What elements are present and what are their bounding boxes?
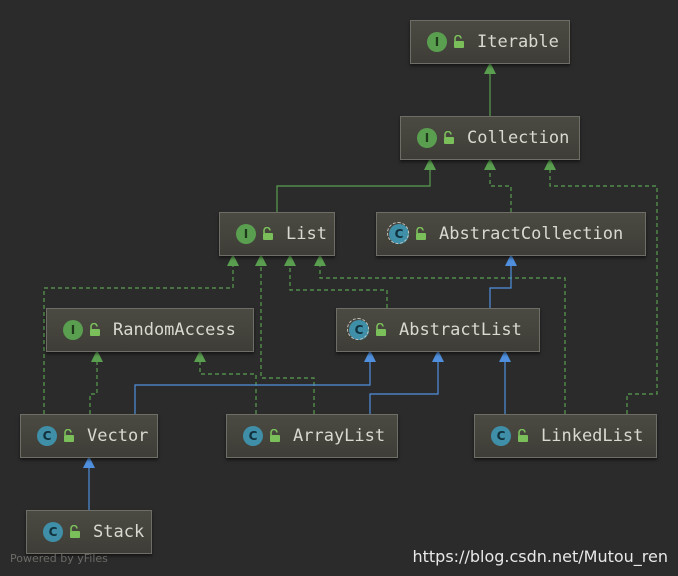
interface-icon: I	[417, 128, 437, 148]
node-abstract-collection[interactable]: C AbstractCollection	[376, 212, 646, 256]
node-label: ArrayList	[293, 426, 386, 446]
edge-list-collection	[276, 158, 436, 212]
edge-linkedlist-collection	[544, 158, 658, 414]
interface-icon: I	[63, 320, 83, 340]
unlocked-padlock-icon	[376, 323, 386, 336]
node-collection[interactable]: I Collection	[400, 116, 580, 160]
node-abstract-list[interactable]: C AbstractList	[336, 308, 540, 352]
node-label: Iterable	[477, 32, 559, 52]
node-label: AbstractList	[399, 320, 522, 340]
node-vector[interactable]: C Vector	[20, 414, 158, 458]
interface-icon: I	[236, 224, 256, 244]
unlocked-padlock-icon	[70, 525, 80, 538]
edge-arraylist-list	[255, 254, 315, 414]
edge-vector-list	[43, 254, 239, 414]
unlocked-padlock-icon	[416, 227, 426, 240]
abstract-class-icon: C	[347, 318, 369, 340]
edge-arraylist-abstractlist	[369, 350, 444, 414]
abstract-class-icon: C	[387, 222, 409, 244]
unlocked-padlock-icon	[90, 323, 100, 336]
node-label: Stack	[93, 522, 145, 542]
class-icon: C	[491, 426, 511, 446]
unlocked-padlock-icon	[444, 131, 454, 144]
edge-abstractcollection-collection	[484, 158, 512, 212]
node-iterable[interactable]: I Iterable	[410, 20, 570, 64]
node-array-list[interactable]: C ArrayList	[226, 414, 398, 458]
unlocked-padlock-icon	[518, 429, 528, 442]
node-label: List	[286, 224, 327, 244]
node-label: RandomAccess	[113, 320, 236, 340]
unlocked-padlock-icon	[64, 429, 74, 442]
node-stack[interactable]: C Stack	[26, 510, 152, 554]
edge-arraylist-randomaccess	[194, 350, 257, 414]
class-icon: C	[43, 522, 63, 542]
class-icon: C	[37, 426, 57, 446]
class-icon: C	[243, 426, 263, 446]
edge-abstractlist-list	[284, 254, 388, 308]
powered-by-text: Powered by yFiles	[10, 552, 108, 565]
watermark-url: https://blog.csdn.net/Mutou_ren	[412, 547, 668, 566]
node-random-access[interactable]: I RandomAccess	[46, 308, 254, 352]
edge-layer	[43, 62, 658, 510]
unlocked-padlock-icon	[270, 429, 280, 442]
edge-vector-abstractlist	[134, 350, 376, 414]
node-linked-list[interactable]: C LinkedList	[474, 414, 657, 458]
node-label: AbstractCollection	[439, 224, 624, 244]
edge-vector-randomaccess	[89, 350, 103, 414]
node-label: LinkedList	[541, 426, 644, 446]
node-label: Collection	[467, 128, 570, 148]
node-list[interactable]: I List	[219, 212, 335, 256]
node-label: Vector	[87, 426, 149, 446]
unlocked-padlock-icon	[454, 35, 464, 48]
unlocked-padlock-icon	[263, 227, 273, 240]
interface-icon: I	[427, 32, 447, 52]
edge-abstractlist-abstractcollection	[489, 254, 517, 308]
